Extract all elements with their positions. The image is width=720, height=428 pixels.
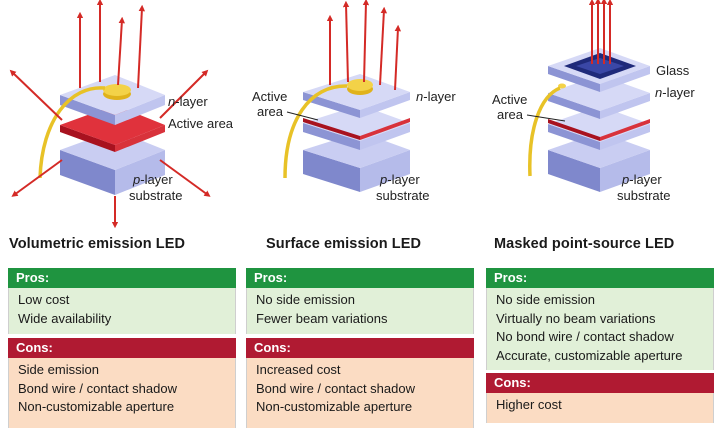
list-item: No bond wire / contact shadow xyxy=(496,329,674,344)
substrate-label: substrate xyxy=(376,188,429,203)
surface-led-diagram: n-layer Active area p-layer substrate xyxy=(252,0,456,203)
cons-list: Higher cost xyxy=(486,393,714,423)
volumetric-title: Volumetric emission LED xyxy=(9,236,186,252)
masked-title: Masked point-source LED xyxy=(494,236,675,252)
bond-wire xyxy=(283,84,348,179)
list-item: Fewer beam variations xyxy=(256,310,388,326)
list-item: Non-customizable aperture xyxy=(18,399,175,414)
glass-layer xyxy=(548,48,650,92)
masked-point-source-led-diagram: Glass n-layer Active area p-layer substr… xyxy=(492,0,695,203)
emission-arrows xyxy=(588,0,614,64)
active-area-leader xyxy=(286,111,319,121)
list-item: Virtually no beam variations xyxy=(496,310,656,326)
list-item: Side emission xyxy=(18,362,99,377)
pros-list: No side emission Virtually no beam varia… xyxy=(486,288,714,370)
n-layer-label: n-layer xyxy=(655,85,695,100)
volumetric-led-diagram: n-layer Active area p-layer substrate xyxy=(9,0,234,229)
list-item: No side emission xyxy=(256,292,355,307)
emission-arrows xyxy=(9,0,211,229)
glass-label: Glass xyxy=(656,63,690,78)
p-layer-label: p-layer xyxy=(621,172,662,187)
list-item: Low cost xyxy=(18,292,70,307)
n-layer xyxy=(548,75,650,119)
list-item: Bond wire / contact shadow xyxy=(256,380,415,396)
n-layer xyxy=(60,75,165,125)
n-layer-label: n-layer xyxy=(168,94,208,109)
pros-list: No side emission Fewer beam variations xyxy=(246,288,474,334)
list-item: Non-customizable aperture xyxy=(256,399,413,414)
list-item: No side emission xyxy=(496,292,595,307)
active-area-layer xyxy=(548,119,650,141)
substrate-label: substrate xyxy=(617,188,670,203)
led-diagrams: n-layer Active area p-layer substrate xyxy=(9,0,695,229)
active-area-label-line2: area xyxy=(257,104,284,119)
bond-wire xyxy=(528,86,561,177)
active-area-label: Active area xyxy=(168,116,234,131)
surface-title: Surface emission LED xyxy=(266,236,422,252)
substrate-label: substrate xyxy=(129,188,182,203)
pros-header: Pros: xyxy=(246,268,474,288)
masked-panel: Pros: No side emission Virtually no beam… xyxy=(486,268,714,423)
p-layer-label: p-layer xyxy=(379,172,420,187)
cons-header: Cons: xyxy=(8,338,236,358)
list-item: Higher cost xyxy=(496,397,562,412)
cons-list: Increased cost Bond wire / contact shado… xyxy=(246,358,474,428)
list-item: Bond wire / contact shadow xyxy=(18,380,177,396)
pros-list: Low cost Wide availability xyxy=(8,288,236,334)
p-layer-label: p-layer xyxy=(132,172,173,187)
active-area-label-line1: Active xyxy=(252,89,287,104)
bond-wire xyxy=(38,86,106,179)
list-item: Increased cost xyxy=(256,362,341,377)
active-area-label-line1: Active xyxy=(492,92,527,107)
pros-header: Pros: xyxy=(8,268,236,288)
surface-panel: Pros: No side emission Fewer beam variat… xyxy=(246,268,474,428)
active-area-label-line2: area xyxy=(497,107,524,122)
volumetric-panel: Pros: Low cost Wide availability Cons: S… xyxy=(8,268,236,428)
n-layer-label: n-layer xyxy=(416,89,456,104)
cons-header: Cons: xyxy=(486,373,714,393)
pros-header: Pros: xyxy=(486,268,714,288)
list-item: Wide availability xyxy=(18,310,112,326)
cons-header: Cons: xyxy=(246,338,474,358)
active-area-leader xyxy=(526,114,566,122)
list-item: Accurate, customizable aperture xyxy=(496,347,683,363)
middle-layer xyxy=(548,106,650,150)
cons-list: Side emission Bond wire / contact shadow… xyxy=(8,358,236,428)
contact-pad xyxy=(558,83,566,89)
middle-layer xyxy=(303,105,410,150)
active-area-layer xyxy=(303,118,410,140)
emission-arrows xyxy=(326,0,402,91)
